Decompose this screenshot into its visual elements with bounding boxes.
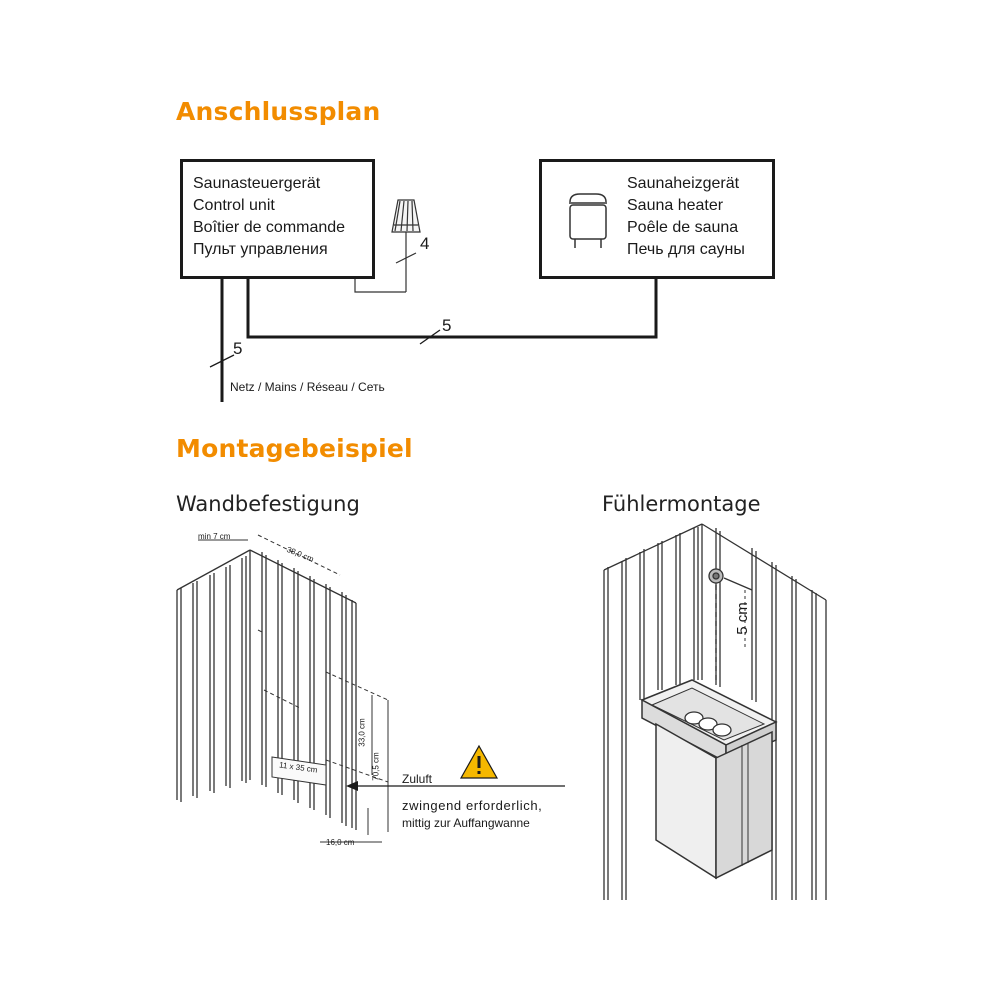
air-label: Zuluft (402, 772, 433, 786)
connection-plan-title: Anschlussplan (176, 97, 381, 126)
control-unit-label-de: Saunasteuergerät (193, 175, 321, 192)
mounting-example-title: Montagebeispiel (176, 434, 413, 463)
sauna-heater-drawing (640, 679, 778, 880)
sensor-left-wall (603, 523, 703, 900)
warning-triangle-icon (459, 744, 499, 779)
sensor-mount-title: Fühlermontage (602, 492, 761, 516)
sauna-heater-label-ru: Печь для сауны (627, 241, 745, 258)
sensor-wire-count: 4 (420, 234, 430, 253)
air-note-line-2: mittig zur Auffangwanne (402, 816, 530, 830)
sauna-heater-label-de: Saunaheizgerät (627, 175, 740, 192)
wall-sensor (708, 568, 753, 591)
dim-min-gap-label: min 7 cm (198, 532, 231, 541)
control-unit-label-fr: Boîtier de commande (193, 219, 346, 236)
mains-label: Netz / Mains / Réseau / Сеть (230, 380, 385, 394)
sensor-distance-label: 5 cm (733, 602, 751, 635)
control-unit-label: Saunasteuergerät Control unit Boîtier de… (193, 173, 345, 261)
control-unit-label-en: Control unit (193, 197, 275, 214)
air-inlet-opening (271, 756, 327, 786)
dimension-lines (257, 534, 389, 783)
sauna-heater-label-en: Sauna heater (627, 197, 724, 214)
heater-wire-count: 5 (442, 316, 452, 335)
heater-icon (569, 193, 607, 248)
sauna-heater-label-fr: Poêle de sauna (627, 219, 739, 236)
left-wall-panels (176, 549, 251, 802)
wall-mount-title: Wandbefestigung (176, 492, 360, 516)
dim-bottom-label: 16,0 cm (326, 838, 355, 847)
control-unit-box (180, 159, 375, 279)
control-unit-label-ru: Пульт управления (193, 241, 328, 258)
sensor-icon (391, 199, 421, 292)
mains-wire-count: 5 (233, 339, 243, 358)
sauna-heater-box (539, 159, 775, 279)
sauna-heater-label: Saunaheizgerät Sauna heater Poêle de sau… (627, 173, 745, 261)
air-note-line-1: zwingend erforderlich, (402, 798, 543, 813)
